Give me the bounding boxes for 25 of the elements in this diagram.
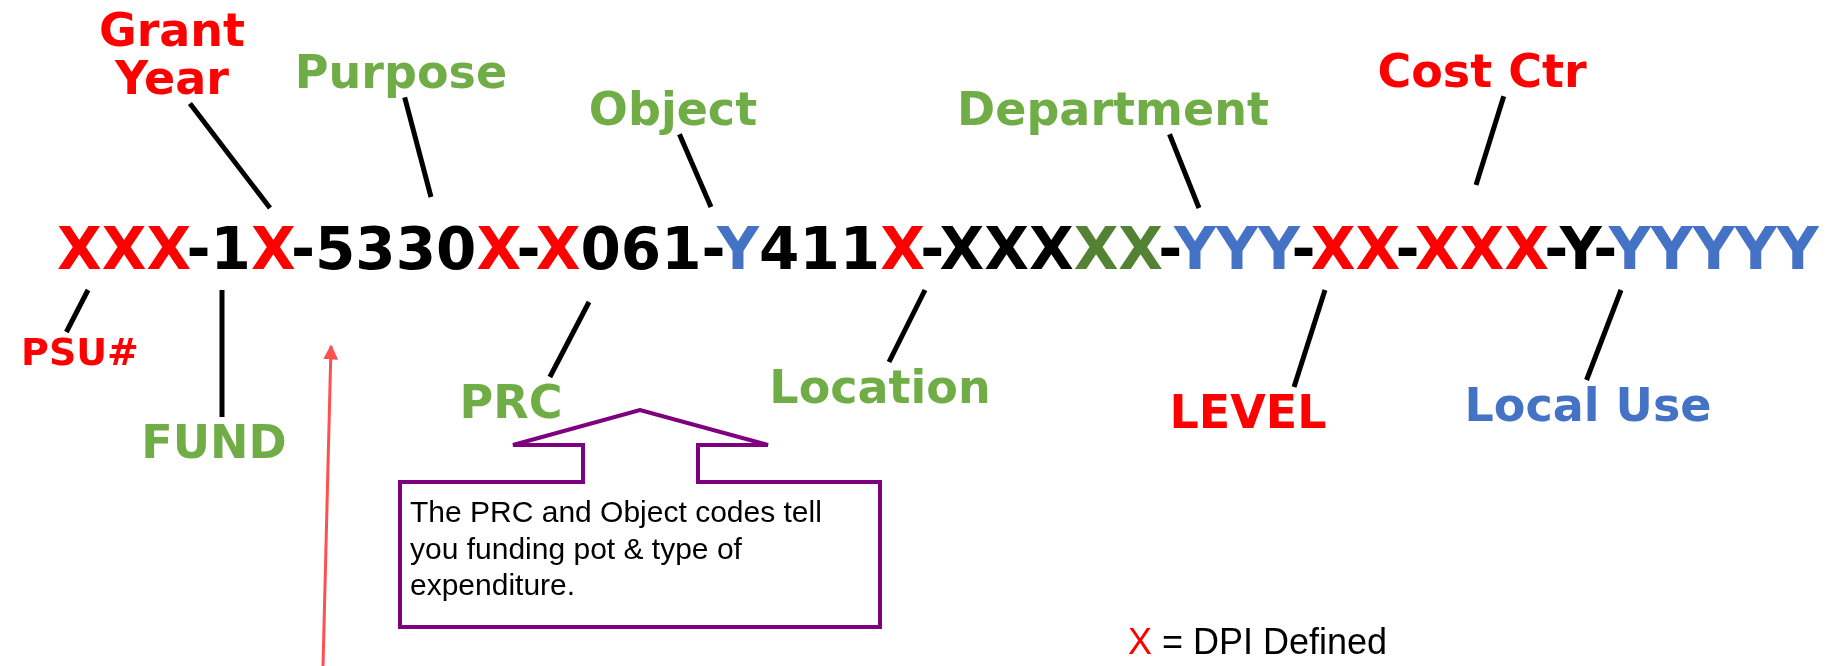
field-label: Department (957, 85, 1269, 134)
field-label: Cost Ctr (1377, 47, 1587, 96)
leader-line (1167, 133, 1202, 209)
leader-line (402, 96, 434, 198)
field-label: LEVEL (1169, 388, 1327, 437)
field-label: Local Use (1464, 381, 1712, 430)
leader-line (64, 288, 91, 334)
leader-line (677, 133, 714, 208)
field-label: Location (769, 363, 991, 412)
leader-line (886, 288, 928, 364)
key-note: X = DPI Defined (1128, 622, 1388, 662)
leader-line (1584, 289, 1624, 381)
field-label: FUND (141, 418, 287, 467)
field-label: Grant Year (72, 6, 272, 103)
leader-line (1291, 289, 1328, 388)
leader-line (1473, 95, 1507, 186)
field-label: PRC (459, 378, 563, 427)
field-label: PSU# (21, 333, 139, 373)
field-label: Purpose (294, 48, 508, 97)
account-code-string: XXX-1X-5330X-X061-Y411X-XXXXX-YYY-XX-XXX-Y-YYYYY (57, 220, 1819, 278)
callout-text: The PRC and Object codes tell you funding pot & type of expenditure. (410, 494, 823, 604)
leader-line (187, 102, 272, 210)
leader-line (547, 300, 592, 379)
field-label: Object (588, 85, 758, 134)
leader-line (219, 290, 225, 417)
